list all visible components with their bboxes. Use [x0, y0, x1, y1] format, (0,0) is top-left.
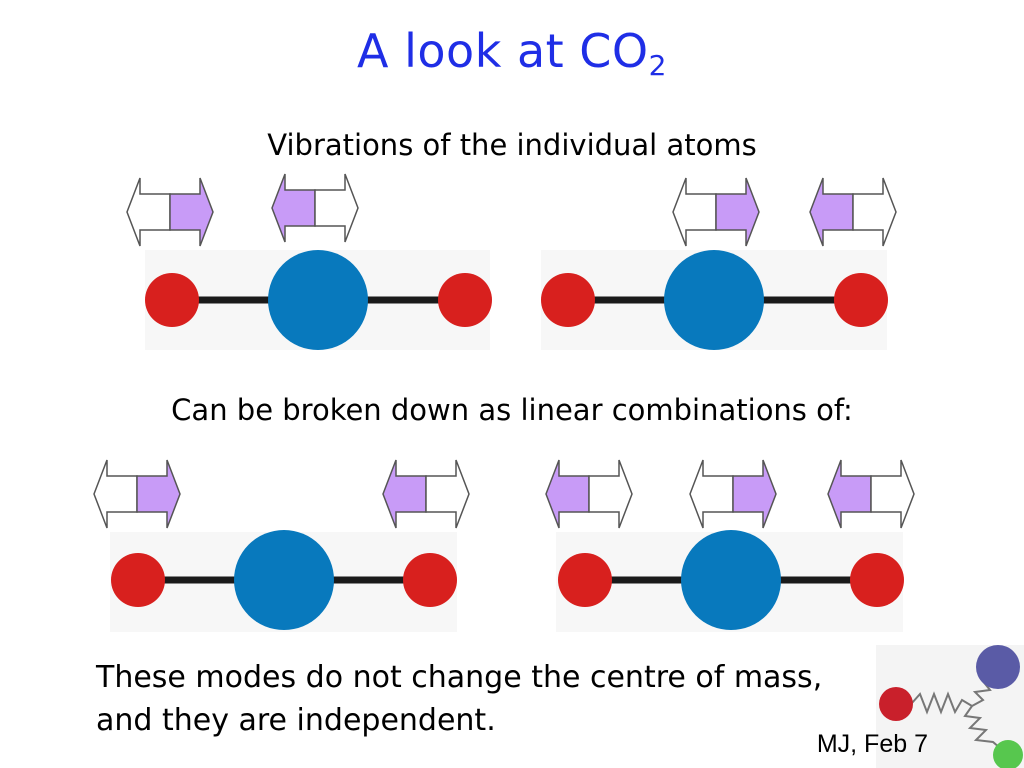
oxygen-atom-right	[850, 553, 904, 607]
oxygen-atom-left	[111, 553, 165, 607]
molecule-top-left	[145, 250, 492, 350]
double-headed-arrow-icon	[672, 177, 760, 247]
oxygen-atom-left	[541, 273, 595, 327]
double-headed-arrow-icon	[545, 459, 633, 529]
double-headed-arrow-icon	[382, 459, 470, 529]
author-date-credit: MJ, Feb 7	[816, 730, 928, 758]
oxygen-atom-left	[145, 273, 199, 327]
conclusion-line-2: and they are independent.	[96, 703, 496, 738]
double-headed-arrow-icon	[271, 173, 359, 243]
conclusion-text: These modes do not change the centre of …	[96, 656, 822, 742]
title-main: A look at CO	[357, 24, 649, 78]
carbon-atom	[234, 530, 334, 630]
molecule-bottom-right	[556, 530, 904, 632]
conclusion-line-1: These modes do not change the centre of …	[96, 660, 823, 695]
double-headed-arrow-icon	[809, 177, 897, 247]
springs-and-balls-logo-icon	[876, 645, 1024, 768]
slide-title: A look at CO2	[0, 24, 1024, 82]
oxygen-atom-right	[834, 273, 888, 327]
carbon-atom	[681, 530, 781, 630]
double-headed-arrow-icon	[827, 459, 915, 529]
subtitle-linear-combinations: Can be broken down as linear combination…	[171, 393, 853, 427]
title-subscript: 2	[648, 49, 667, 82]
oxygen-atom-right	[403, 553, 457, 607]
oxygen-atom-left	[558, 553, 612, 607]
molecule-top-right	[541, 250, 888, 350]
double-headed-arrow-icon	[93, 459, 181, 529]
carbon-atom	[664, 250, 764, 350]
double-headed-arrow-icon	[689, 459, 777, 529]
oxygen-atom-right	[438, 273, 492, 327]
subtitle-vibrations: Vibrations of the individual atoms	[267, 128, 757, 162]
double-headed-arrow-icon	[126, 177, 214, 247]
molecule-bottom-left	[110, 530, 457, 632]
carbon-atom	[268, 250, 368, 350]
